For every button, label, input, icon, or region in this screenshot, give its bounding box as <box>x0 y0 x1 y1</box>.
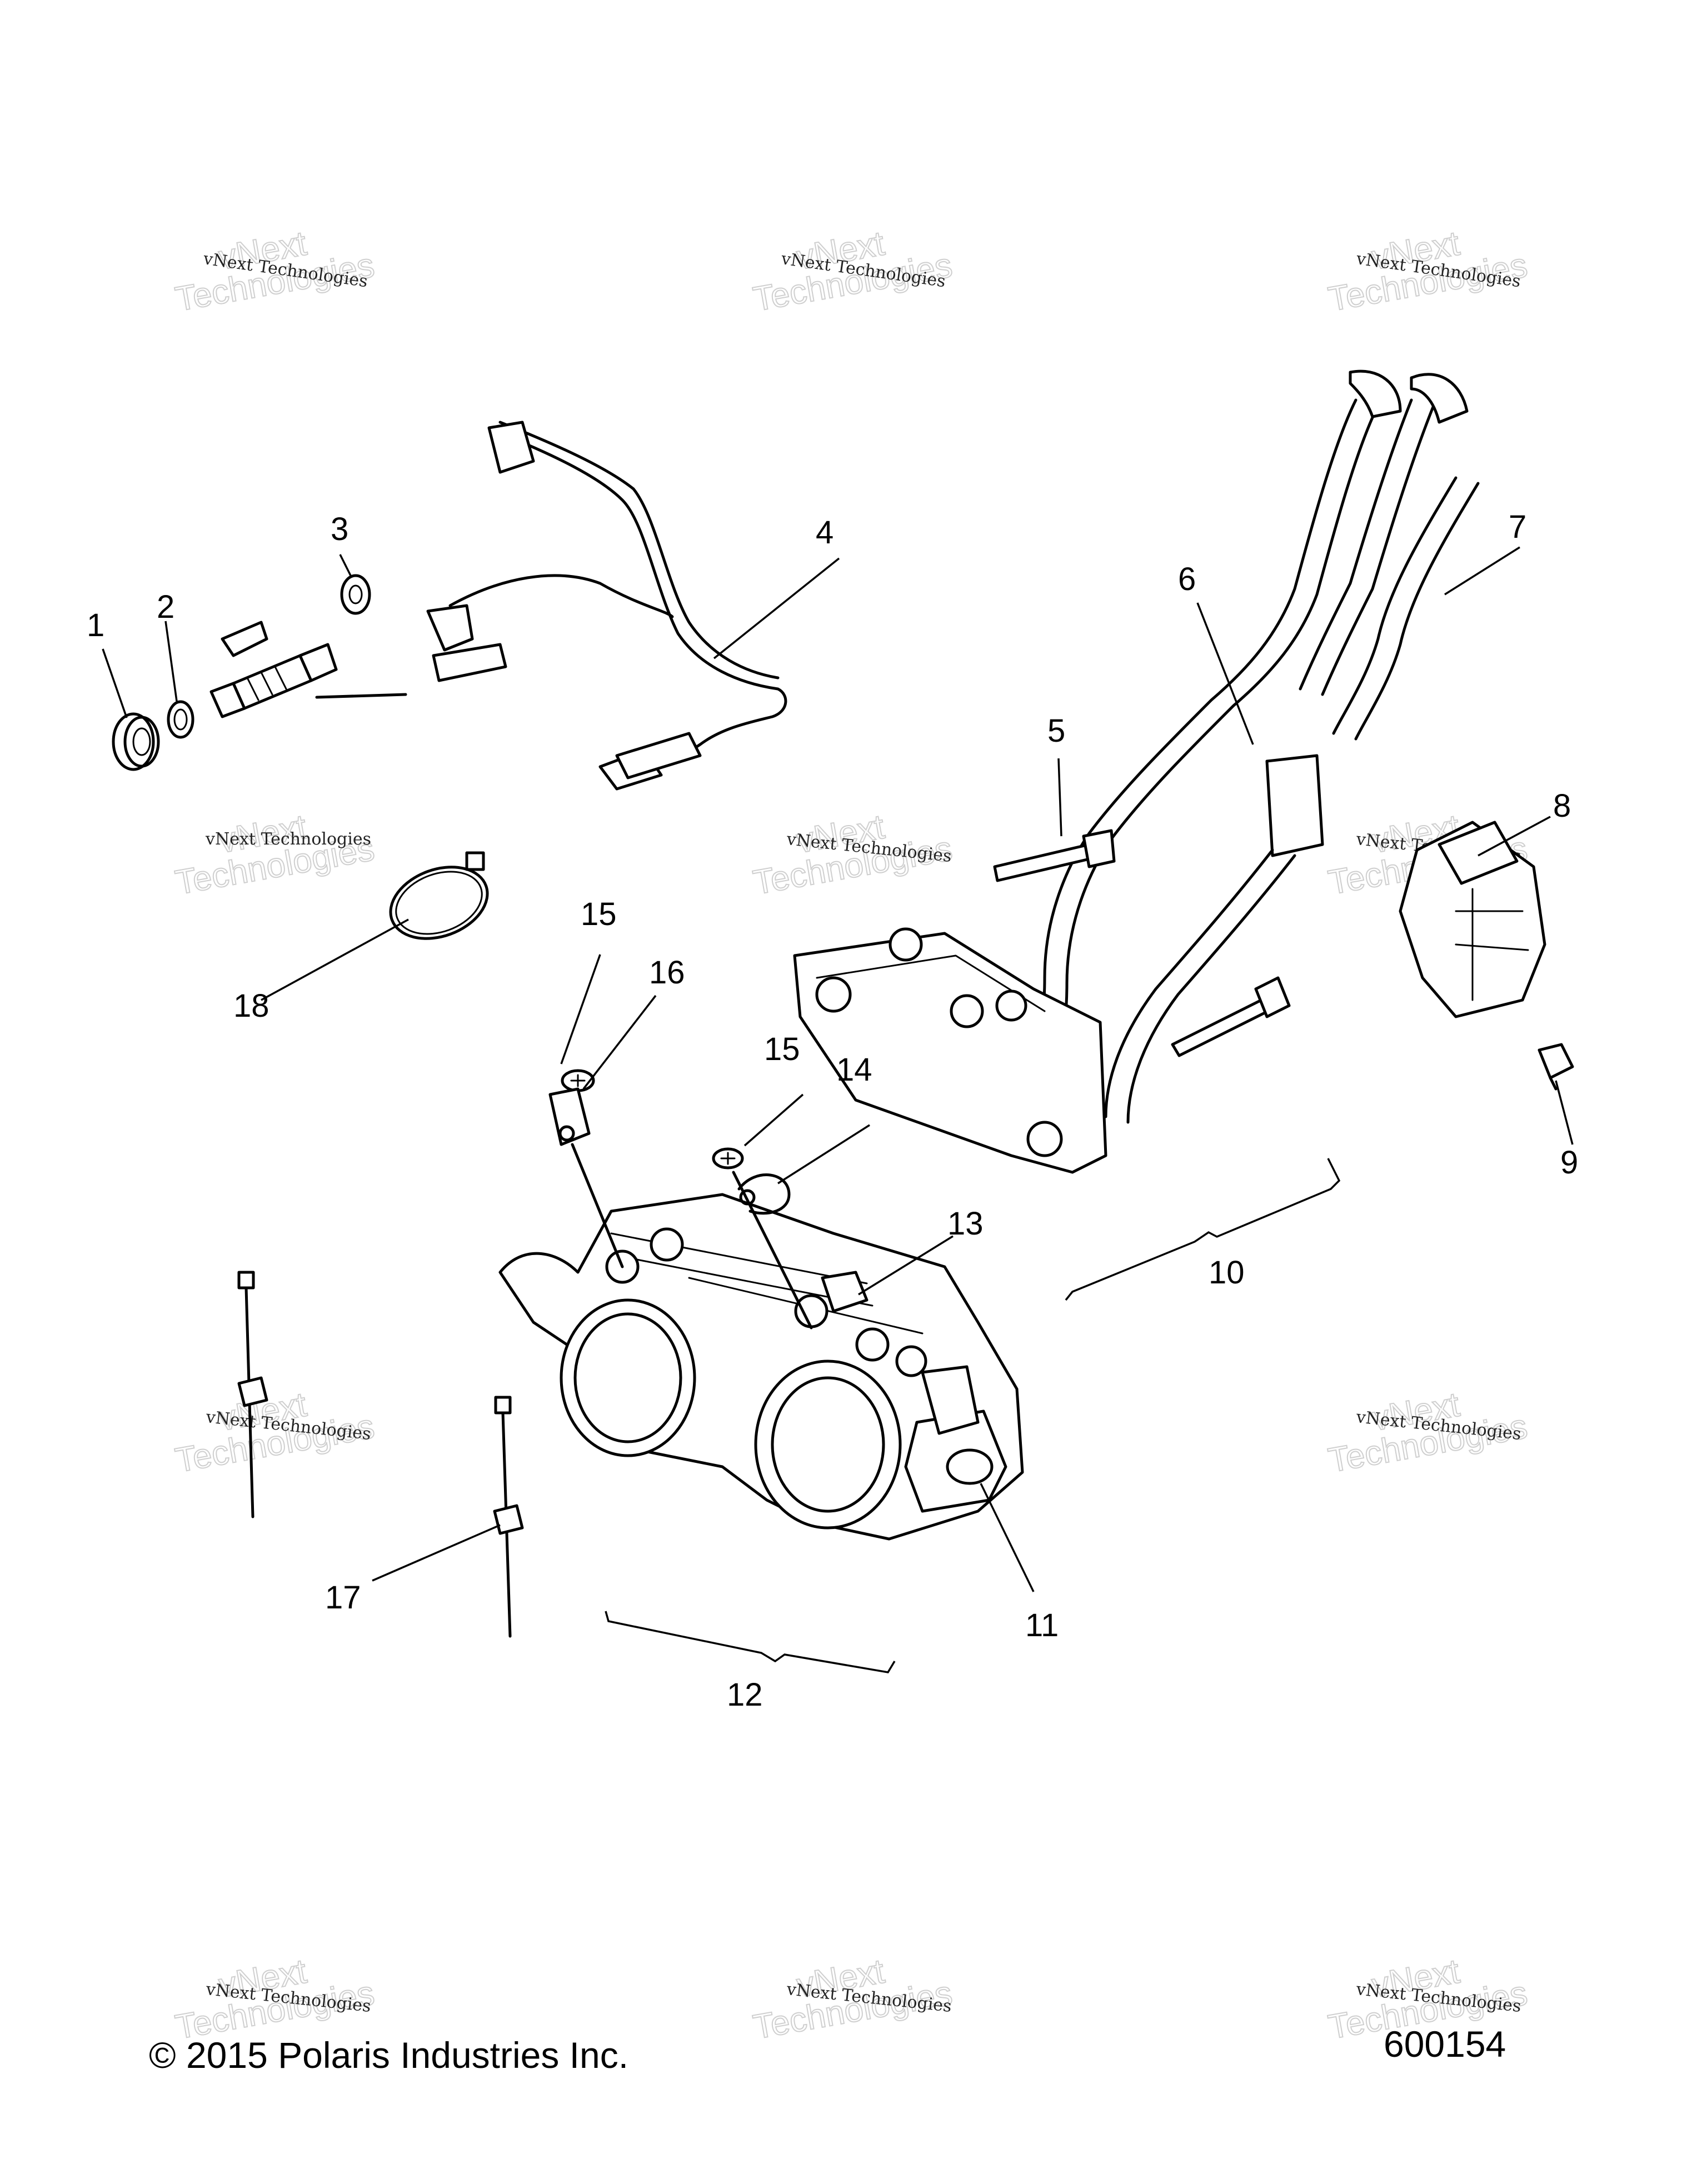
callout-15: 15 <box>764 1031 800 1067</box>
part-fuel-rail <box>793 927 1107 1174</box>
callout-1: 1 <box>87 607 104 643</box>
part-throttle-body <box>498 1193 1024 1541</box>
part-p-clamp <box>732 1171 813 1330</box>
callout-6: 6 <box>1178 561 1196 597</box>
callout-16: 16 <box>649 954 685 991</box>
callout-13: 13 <box>947 1206 984 1242</box>
watermark-mid-left: Technologies vNext <box>172 807 377 903</box>
callout-9: 9 <box>1560 1145 1578 1181</box>
callout-3: 3 <box>331 511 348 547</box>
part-band-clamp <box>389 851 489 940</box>
figure-number: 600154 <box>1384 2023 1506 2065</box>
callout-2: 2 <box>157 589 174 625</box>
watermark-label: vNext Technologies <box>205 829 371 849</box>
callout-17: 17 <box>325 1580 361 1616</box>
callout-11: 11 <box>1025 1607 1059 1643</box>
callout-labels: 1 2 3 4 5 6 7 8 9 10 11 12 13 14 15 15 1… <box>87 509 1578 1713</box>
part-screw-15 <box>561 1069 744 1170</box>
callout-10: 10 <box>1209 1255 1245 1291</box>
callout-5: 5 <box>1047 713 1065 749</box>
callout-12: 12 <box>727 1677 763 1713</box>
part-hose-clamp <box>821 1271 869 1313</box>
callout-14: 14 <box>836 1052 872 1088</box>
part-connector-clip <box>548 1087 624 1268</box>
callout-15: 15 <box>581 896 617 932</box>
part-bolt <box>993 829 1291 1057</box>
bracket-12 <box>605 1611 896 1673</box>
part-washer <box>340 574 371 615</box>
callout-8: 8 <box>1553 788 1571 824</box>
callout-7: 7 <box>1509 509 1526 545</box>
part-map-sensor <box>1399 821 1546 1018</box>
part-screw <box>1538 1043 1574 1091</box>
part-wiring-harness <box>426 421 787 791</box>
copyright-notice: © 2015 Polaris Industries Inc. <box>149 2035 628 2076</box>
part-seal <box>112 712 160 771</box>
bracket-10 <box>1065 1158 1341 1301</box>
part-o-ring <box>167 700 194 739</box>
part-fuel-injector <box>209 621 407 718</box>
callout-4: 4 <box>816 514 833 551</box>
part-fuel-lines <box>1015 369 1480 1124</box>
leader-lines <box>102 546 1574 1592</box>
callout-18: 18 <box>233 988 269 1024</box>
